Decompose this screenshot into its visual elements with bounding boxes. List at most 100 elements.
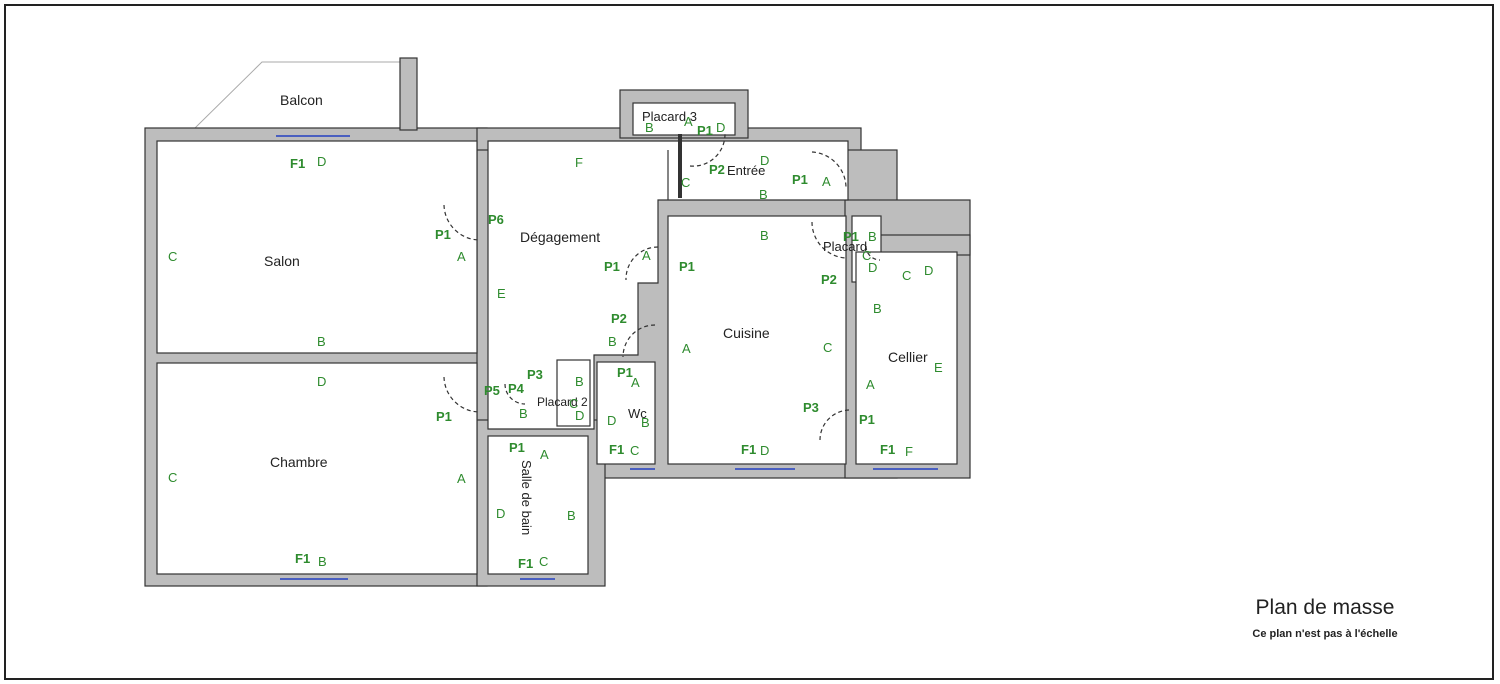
label-d: D [607,413,616,428]
room-placard2: Placard 2 [537,395,588,409]
label-d: D [496,506,505,521]
label-b: B [645,120,654,135]
label-a: A [540,447,549,462]
label-b: B [317,334,326,349]
label-f: F [905,444,913,459]
label-p1: P1 [617,365,633,380]
room-salle-de-bain: Salle de bain [519,460,534,535]
plan-title: Plan de masse [1255,596,1395,619]
label-b: B [760,228,769,243]
label-b: B [759,187,768,202]
label-p2: P2 [611,311,627,326]
label-b: B [575,374,584,389]
room-cellier: Cellier [888,349,928,365]
room-placard: Placard [823,239,867,254]
room-degagement: Dégagement [520,229,600,245]
salle-de-bain-area [487,435,589,575]
label-d: D [575,408,584,423]
label-f1: F1 [518,556,533,571]
label-b: B [873,301,882,316]
label-f1: F1 [741,442,756,457]
door-swings [443,133,881,441]
wall-labels: F1 D C B A P1 P6 D C A F1 B P1 P5 P4 F E… [168,114,943,571]
room-names: Balcon Salon Chambre Dégagement Entrée P… [264,92,928,535]
label-a: A [684,114,693,129]
balcony-outline [194,61,400,129]
wc-area [596,361,656,465]
label-p1: P1 [509,440,525,455]
label-p1: P1 [697,123,713,138]
label-c: C [168,249,177,264]
room-placard3: Placard 3 [642,109,697,124]
label-b: B [567,508,576,523]
placard2-area [556,359,591,427]
room-cuisine: Cuisine [723,325,770,341]
label-d: D [716,120,725,135]
label-p1: P1 [843,229,859,244]
cellier-area [855,251,958,465]
label-e: E [934,360,943,375]
room-wc: Wc [628,406,647,421]
label-d: D [317,374,326,389]
label-c: C [862,248,871,263]
label-a: A [682,341,691,356]
label-p1: P1 [792,172,808,187]
room-balcon: Balcon [280,92,323,108]
label-f1: F1 [290,156,305,171]
label-p3: P3 [527,367,543,382]
plan-subtitle: Ce plan n'est pas à l'échelle [1252,628,1398,640]
label-p1: P1 [435,227,451,242]
label-a: A [457,471,466,486]
windows [276,135,938,580]
label-d: D [760,153,769,168]
label-a: A [866,377,875,392]
degagement-area [487,140,849,430]
label-p6: P6 [488,212,504,227]
label-p1: P1 [859,412,875,427]
label-c: C [569,396,578,411]
salon-area [156,140,478,354]
label-b: B [641,415,650,430]
label-c: C [168,470,177,485]
label-c: C [902,268,911,283]
label-f1: F1 [609,442,624,457]
label-d: D [317,154,326,169]
label-f1: F1 [880,442,895,457]
label-f: F [575,155,583,170]
room-entree: Entrée [727,163,765,178]
label-p2: P2 [709,162,725,177]
label-a: A [457,249,466,264]
label-p5: P5 [484,383,500,398]
label-c: C [539,554,548,569]
label-d: D [924,263,933,278]
label-f1: F1 [295,551,310,566]
chambre-area [156,362,478,575]
label-b: B [608,334,617,349]
page-border [4,4,1494,680]
label-d: D [868,260,877,275]
label-b: B [868,229,877,244]
placard3-area [632,102,736,136]
label-d: D [760,443,769,458]
room-salon: Salon [264,253,300,269]
label-a: A [642,248,651,263]
label-c: C [630,443,639,458]
label-p1: P1 [604,259,620,274]
label-p3: P3 [803,400,819,415]
room-interiors [156,102,958,575]
label-p1: P1 [679,259,695,274]
label-c: C [823,340,832,355]
label-e: E [497,286,506,301]
label-p1: P1 [436,409,452,424]
label-a: A [822,174,831,189]
cuisine-area [667,215,847,465]
label-c: C [681,175,690,190]
label-b: B [318,554,327,569]
label-b: B [519,406,528,421]
label-p4: P4 [508,381,525,396]
label-a: A [631,375,640,390]
room-chambre: Chambre [270,454,328,470]
label-p2: P2 [821,272,837,287]
